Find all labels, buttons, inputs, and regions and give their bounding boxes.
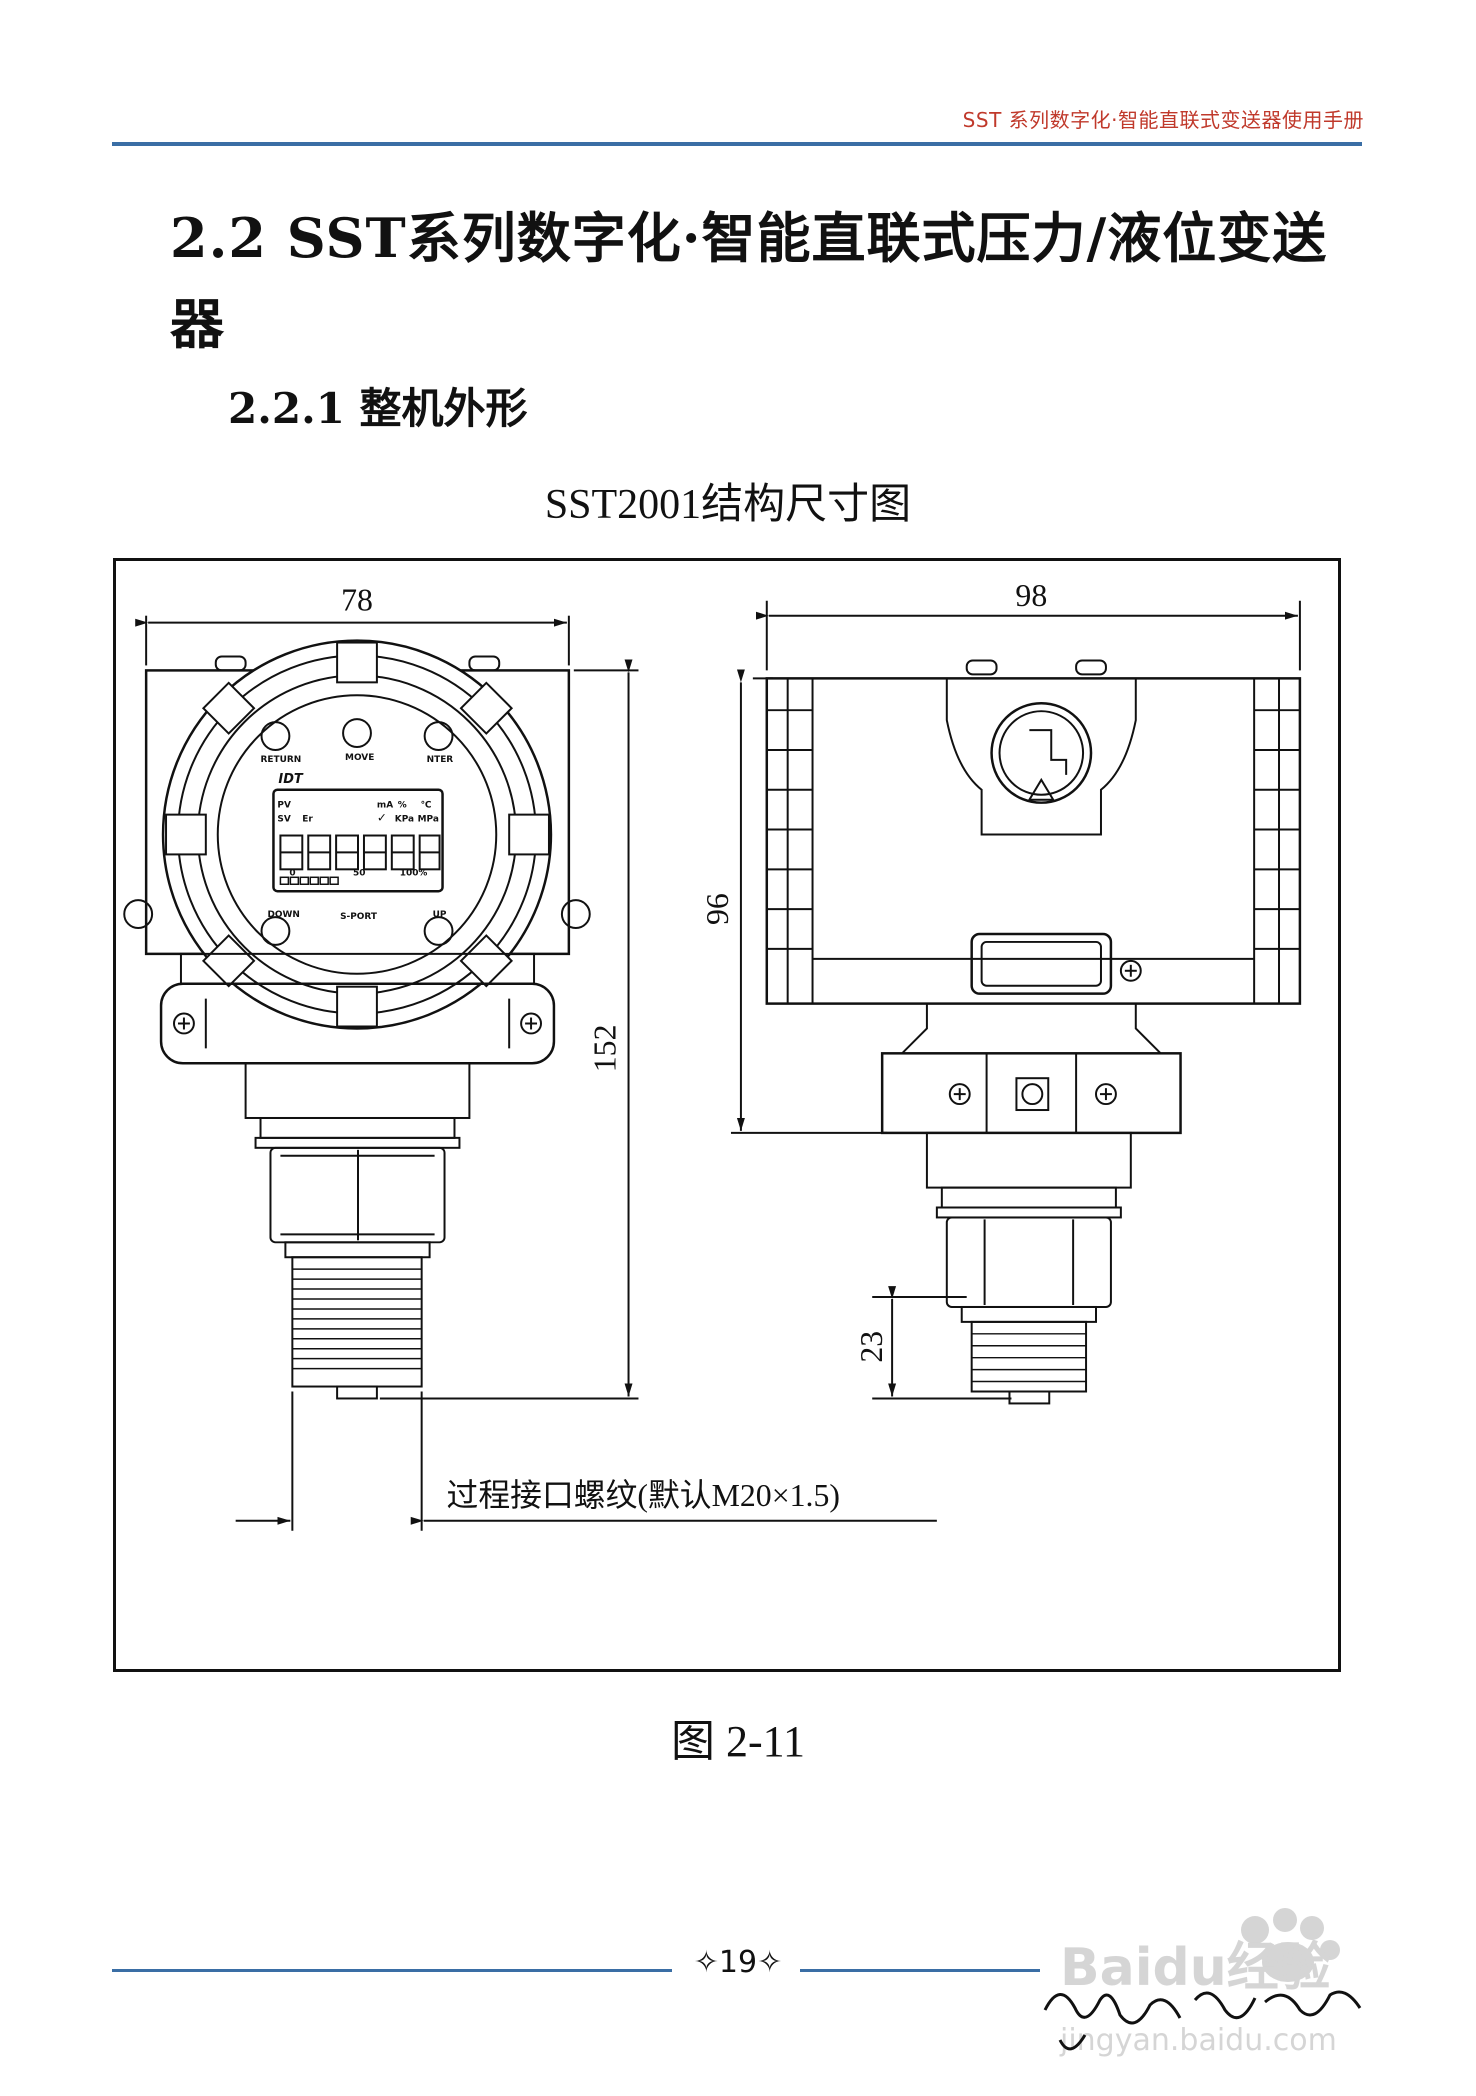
lcd-check: ✓ [377, 811, 387, 825]
section-title: 2.2 SST系列数字化·智能直联式压力/液位变送器 [170, 206, 1328, 356]
subsection-title: 2.2.1 整机外形 [228, 384, 528, 433]
dim-width-side: 98 [1015, 578, 1047, 613]
watermark-url: jingyan.baidu.com [1059, 2023, 1337, 2058]
btn-up-label: UP [433, 910, 447, 920]
lcd-er: Er [302, 815, 313, 825]
lcd-scale-100: 100% [400, 868, 428, 878]
lcd-kpa: KPa [395, 815, 414, 825]
btn-down-label: DOWN [267, 910, 299, 920]
lcd-pct: % [398, 801, 407, 811]
figure-title-text: SST2001结构尺寸图 [544, 482, 912, 528]
page-number: ✧19✧ [693, 1945, 783, 1980]
btn-enter-label: NTER [427, 755, 454, 765]
header-title: SST 系列数字化·智能直联式变送器使用手册 [962, 108, 1364, 132]
header-divider [112, 142, 1362, 146]
lcd-deg: ℃ [421, 801, 432, 811]
signature-icon [1043, 1990, 1362, 2051]
btn-sport-label: S-PORT [340, 912, 378, 922]
baidu-watermark: Baidu经验 jingyan.baidu.com [1043, 1908, 1362, 2058]
dim-width-front: 78 [341, 583, 373, 618]
lcd-mpa: MPa [418, 815, 439, 825]
watermark-brand: Baidu经验 [1060, 1938, 1331, 1998]
thread-note: 过程接口螺纹(默认M20×1.5) [447, 1478, 841, 1513]
btn-return-label: RETURN [261, 755, 302, 765]
dim-height-total: 152 [588, 1025, 623, 1073]
dim-height-body: 96 [700, 893, 735, 925]
footer-divider-left [112, 1969, 672, 1972]
drawing-svg: 78 98 152 96 23 过程接口螺纹(默认M20×1.5) RETURN… [123, 578, 1302, 1531]
lcd-ma: mA [377, 801, 393, 811]
figure-caption: 图 2-11 [670, 1717, 806, 1766]
lcd-scale-50: 50 [353, 868, 365, 878]
front-view [123, 615, 937, 1531]
figure-title: SST2001结构尺寸图 [0, 470, 1476, 531]
footer-divider-right [800, 1969, 1040, 1972]
dim-thread-length: 23 [854, 1331, 889, 1363]
lcd-scale-0: 0 [289, 868, 295, 878]
dimension-drawing: 78 98 152 96 23 过程接口螺纹(默认M20×1.5) RETURN… [113, 558, 1341, 1672]
lcd-logo: IDT [278, 772, 304, 787]
btn-move-label: MOVE [345, 753, 374, 763]
lcd-sv: SV [277, 815, 290, 825]
side-view [730, 600, 1302, 1405]
lcd-pv: PV [277, 801, 291, 811]
